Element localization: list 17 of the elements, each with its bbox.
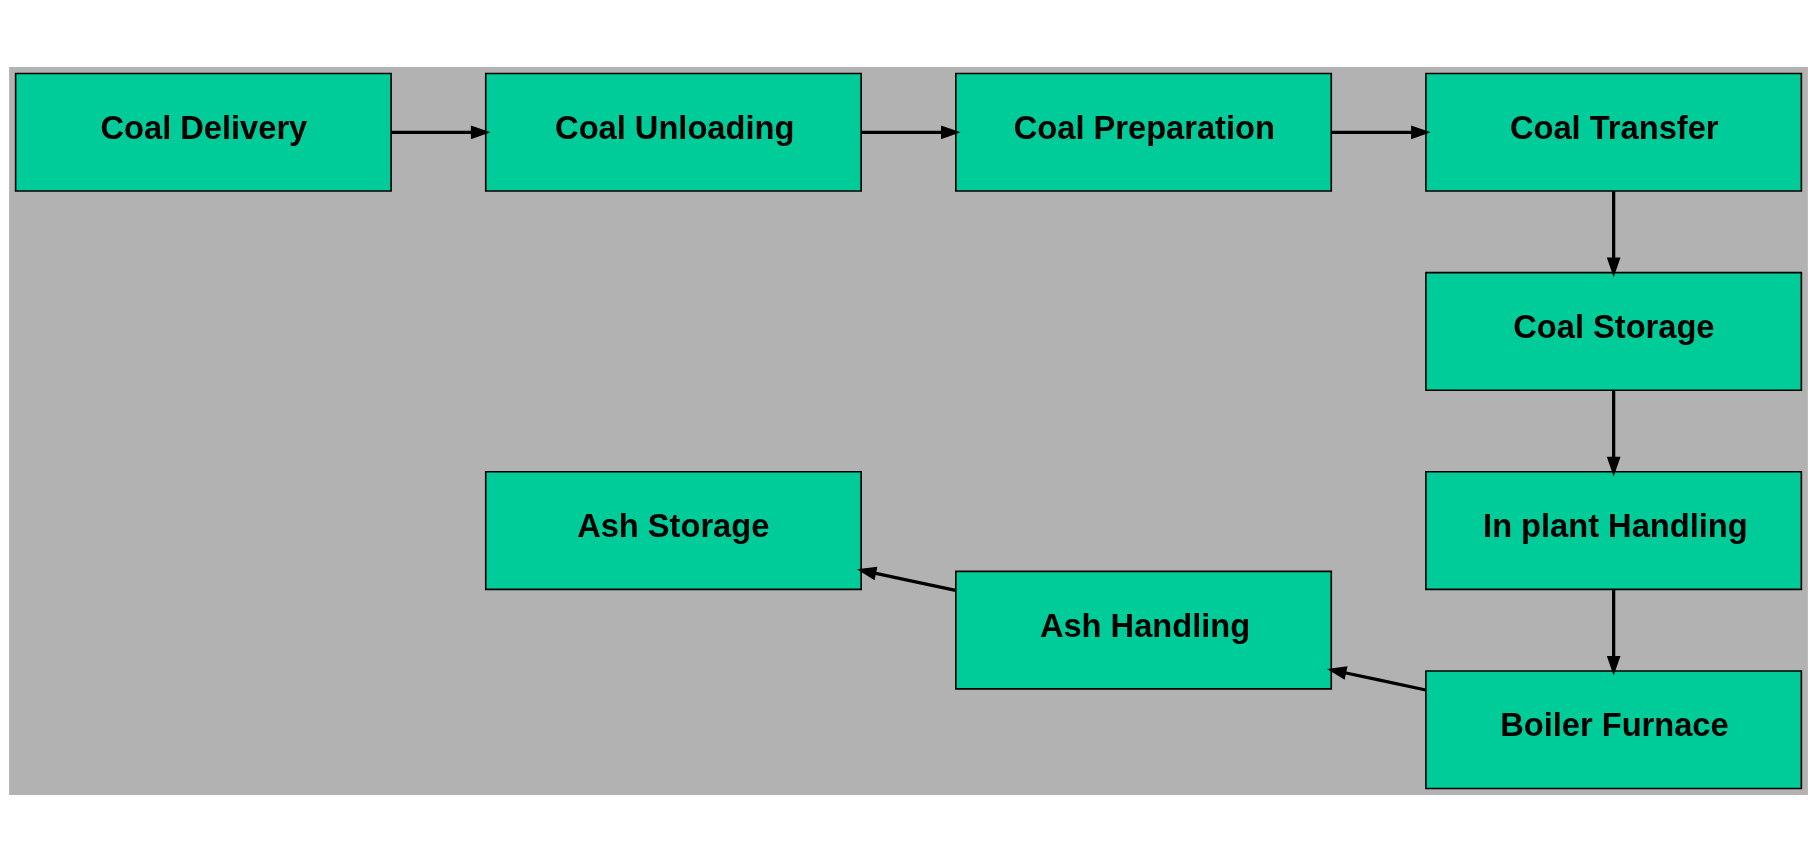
arrow [1606,390,1621,477]
node-box: Coal Storage [1425,271,1803,391]
node-box: Coal Preparation [955,72,1333,192]
node-box: Coal Delivery [14,72,392,192]
arrow [1326,666,1427,692]
arrow [391,125,491,140]
node-box: Ash Handling [955,570,1333,690]
node-box: Coal Transfer [1425,72,1803,192]
arrow [1606,589,1621,676]
node-box: In plant Handling [1425,471,1803,591]
node-box: Ash Storage [484,471,862,591]
arrow [1606,191,1621,278]
arrow [861,125,961,140]
node-box: Coal Unloading [484,72,862,192]
arrow [1331,125,1431,140]
node-box: Boiler Furnace [1425,670,1803,790]
arrow [856,566,957,593]
